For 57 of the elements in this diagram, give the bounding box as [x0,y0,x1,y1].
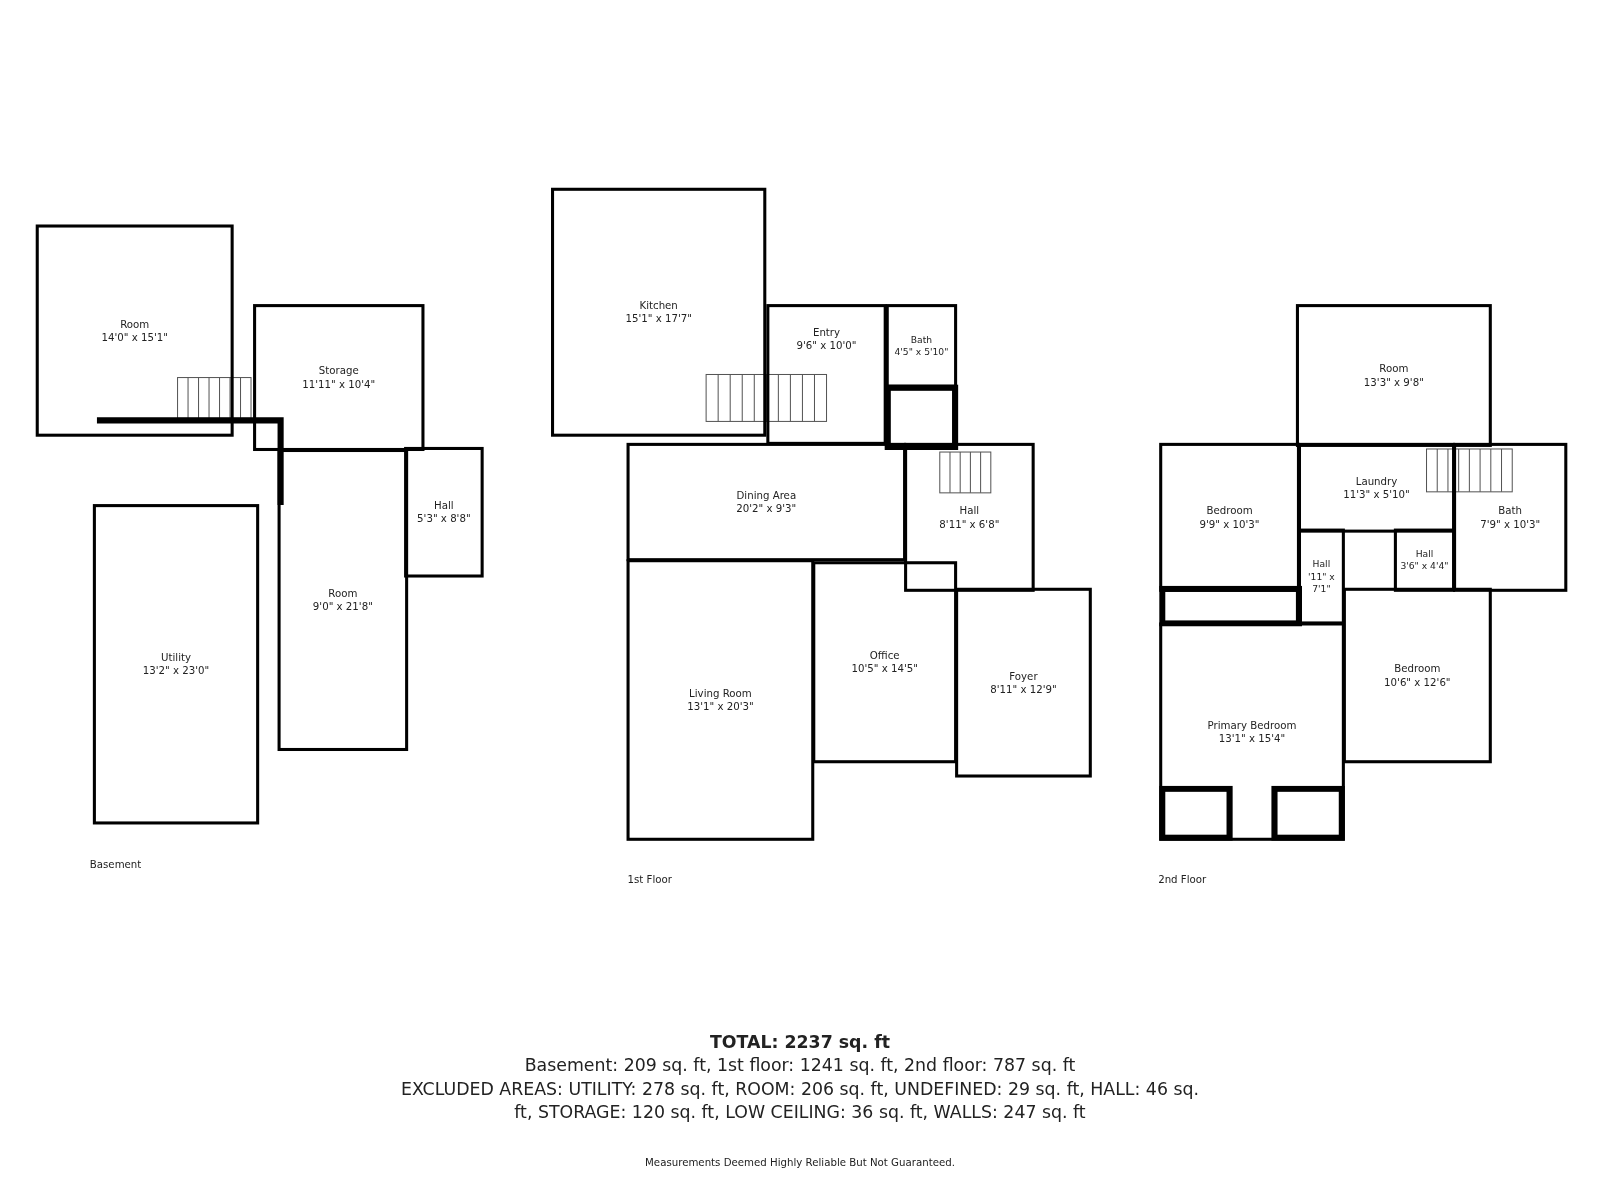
room-name: Hall [434,498,454,513]
room-name: Entry [812,325,841,339]
room-name: Primary Bedroom [1207,717,1297,732]
room-name: Dining Area [736,488,797,503]
total-area-heading: TOTAL: 2237 sq. ft [708,1030,891,1055]
room-name: Living Room [689,686,752,700]
room-dimensions: 13'2" x 23'0" [142,664,210,679]
room-name: Foyer [1009,668,1038,683]
room-name: Storage [318,363,359,378]
room-name: Room [1379,361,1409,376]
area-note: Measurements Deemed Highly Reliable But Not Guaranteed. [644,1157,956,1169]
floor-label: 1st Floor [627,873,673,885]
room-name: Hall [1312,557,1331,571]
room-dimensions: 13'1" x 20'3" [687,700,754,714]
room-name: Kitchen [639,298,678,313]
room-outline [92,504,260,825]
room-dimensions: 13'3" x 9'8" [1363,375,1424,390]
room-outline [1342,587,1492,764]
room-dimensions: '11" x 7'1" [1307,570,1336,596]
room-name: Bath [910,333,933,346]
room-name: Utility [161,650,191,665]
room-name: Laundry [1355,474,1398,488]
room-dimensions: 13'1" x 15'4" [1218,731,1286,746]
room-name: Room [328,586,358,600]
room-outline [404,446,484,578]
room-outline [626,559,815,841]
room-dimensions: 14'0" x 15'1" [101,330,168,345]
room-name: Hall [1415,547,1434,561]
room-name: Room [120,316,150,331]
floor-label: 2nd Floor [1158,873,1208,885]
room-outline [253,304,425,451]
room-name: Bath [1498,503,1523,518]
room-dimensions: 3'6" x 4'4" [1400,560,1449,573]
room-name: Bedroom [1206,503,1253,518]
room-dimensions: 9'9" x 10'3" [1199,517,1260,532]
room-name: Office [869,648,900,663]
room-dimensions: 5'3" x 8'8" [417,512,471,526]
room-name: Hall [959,503,980,518]
room-dimensions: 10'6" x 12'6" [1384,675,1451,690]
room-dimensions: 8'11" x 6'8" [939,517,1000,532]
room-dimensions: 9'0" x 21'8" [312,600,373,614]
room-dimensions: 11'3" x 5'10" [1343,487,1410,502]
room-dimensions: 8'11" x 12'9" [990,682,1057,697]
area-note: Basement: 209 sq. ft, 1st floor: 1241 sq. ft, 2nd floor: 787 sq. ft [523,1054,1077,1078]
room-dimensions: 15'1" x 17'7" [625,312,692,326]
floor-label: Basement [89,859,143,871]
room-outline [277,449,409,751]
room-outline [955,587,1092,778]
area-note: EXCLUDED AREAS: UTILITY: 278 sq. ft, ROOM: 206 sq. ft, UNDEFINED: 29 sq. ft, HALL: 46 sq. ft, STORAGE: 120 sq. ft, LOW CEILING: 36 sq. ft, WALLS: 247 sq. ft [399,1077,1200,1125]
room-dimensions: 11'11" x 10'4" [302,377,376,392]
room-name: Bedroom [1394,661,1441,676]
room-outline [812,561,958,764]
room-dimensions: 7'9" x 10'3" [1480,517,1541,532]
room-dimensions: 9'6" x 10'0" [796,338,857,353]
room-dimensions: 4'5" x 5'10" [894,345,949,359]
room-dimensions: 10'5" x 14'5" [851,662,918,676]
room-dimensions: 20'2" x 9'3" [736,502,797,516]
